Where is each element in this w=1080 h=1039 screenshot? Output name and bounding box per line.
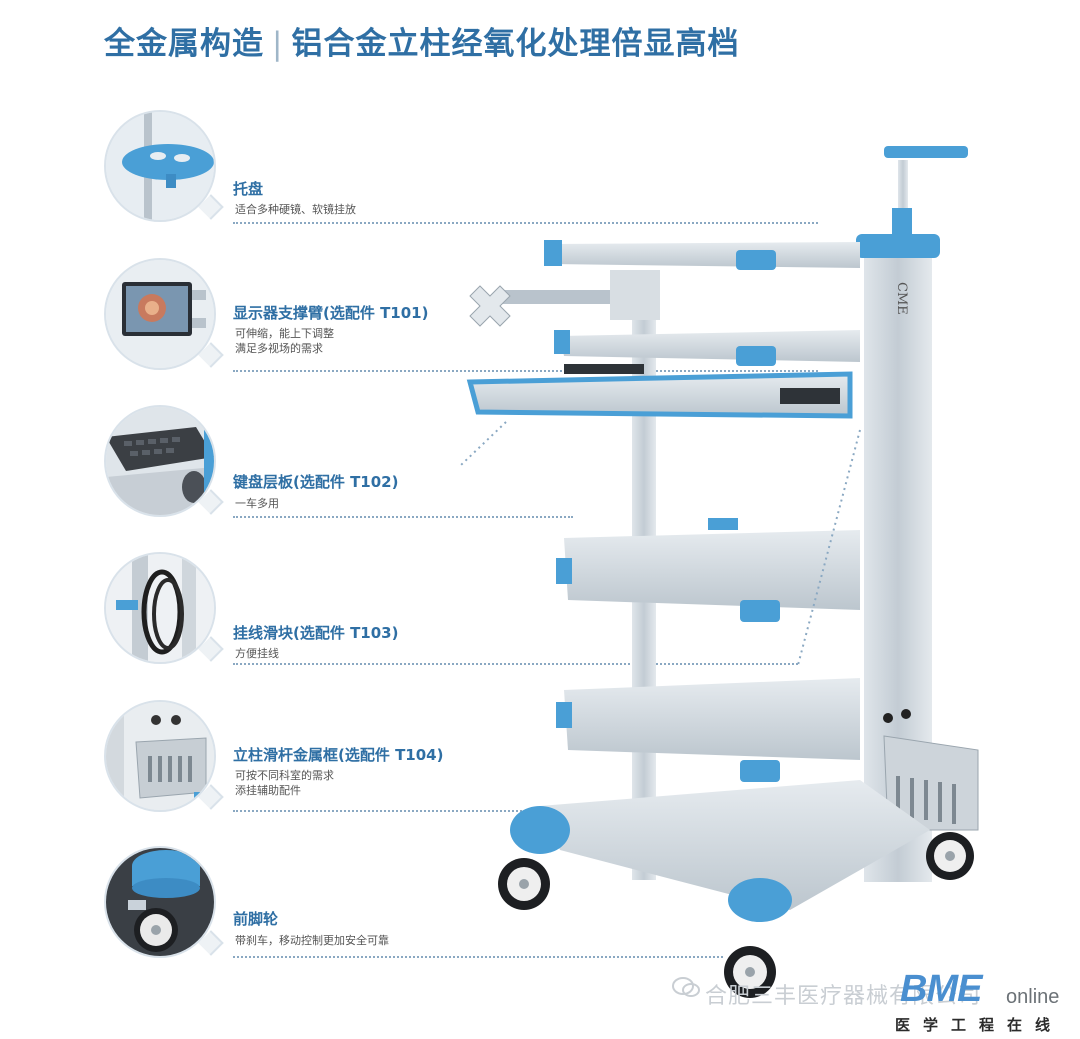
watermark-brand: BME: [900, 968, 982, 1010]
feature-front-caster: 前脚轮 带刹车，移动控制更加安全可靠: [104, 846, 824, 966]
feature-desc: 添挂辅助配件: [235, 784, 301, 797]
feature-monitor-arm: 显示器支撑臂(选配件 T101) 可伸缩，能上下调整 满足多视场的需求: [104, 258, 824, 378]
feature-title: 立柱滑杆金属框(选配件 T104): [233, 746, 444, 764]
feature-metal-basket: 立柱滑杆金属框(选配件 T104) 可按不同科室的需求 添挂辅助配件: [104, 700, 824, 820]
headline-left: 全金属构造: [104, 26, 264, 62]
monitor-icon: [104, 258, 216, 370]
leader-dotted-line: [233, 516, 573, 518]
caster-wheel-icon: [104, 846, 216, 958]
metal-basket-icon: [104, 700, 216, 812]
feature-title: 托盘: [233, 180, 264, 198]
feature-desc: 可伸缩，能上下调整: [235, 327, 334, 340]
feature-keyboard-shelf: 键盘层板(选配件 T102) 一车多用: [104, 405, 824, 525]
leader-dotted-line: [233, 663, 798, 665]
feature-desc: 满足多视场的需求: [235, 342, 323, 355]
feature-tray: 托盘 适合多种硬镜、软镜挂放: [104, 110, 824, 230]
feature-desc: 一车多用: [235, 497, 279, 510]
feature-desc: 适合多种硬镜、软镜挂放: [235, 203, 356, 216]
watermark-subtitle: 医学工程在线: [895, 1016, 1064, 1034]
feature-desc: 可按不同科室的需求: [235, 769, 334, 782]
leader-dotted-line: [233, 222, 818, 224]
headline-separator: |: [272, 26, 284, 62]
feature-cable-hook: 挂线滑块(选配件 T103) 方便挂线: [104, 552, 824, 672]
feature-title: 挂线滑块(选配件 T103): [233, 624, 399, 642]
tray-icon: [104, 110, 216, 222]
watermark-brand-suffix: online: [1006, 986, 1060, 1008]
feature-title: 键盘层板(选配件 T102): [233, 473, 399, 491]
medical-cart-image: CME: [460, 130, 990, 1010]
watermark-account: 合肥三丰医疗器械有限公司: [705, 984, 982, 1009]
page-headline: 全金属构造|铝合金立柱经氧化处理倍显高档: [104, 18, 739, 63]
feature-title: 显示器支撑臂(选配件 T101): [233, 304, 429, 322]
feature-desc: 带刹车，移动控制更加安全可靠: [235, 934, 389, 947]
leader-dotted-line: [233, 956, 723, 958]
headline-right: 铝合金立柱经氧化处理倍显高档: [291, 26, 740, 62]
feature-desc: 方便挂线: [235, 647, 279, 660]
cart-logo: CME: [894, 282, 909, 315]
leader-dotted-line: [233, 370, 818, 372]
leader-dotted-line: [233, 810, 758, 812]
cable-hook-icon: [104, 552, 216, 664]
wechat-icon: [672, 977, 700, 997]
keyboard-icon: [104, 405, 216, 517]
feature-title: 前脚轮: [233, 910, 279, 928]
